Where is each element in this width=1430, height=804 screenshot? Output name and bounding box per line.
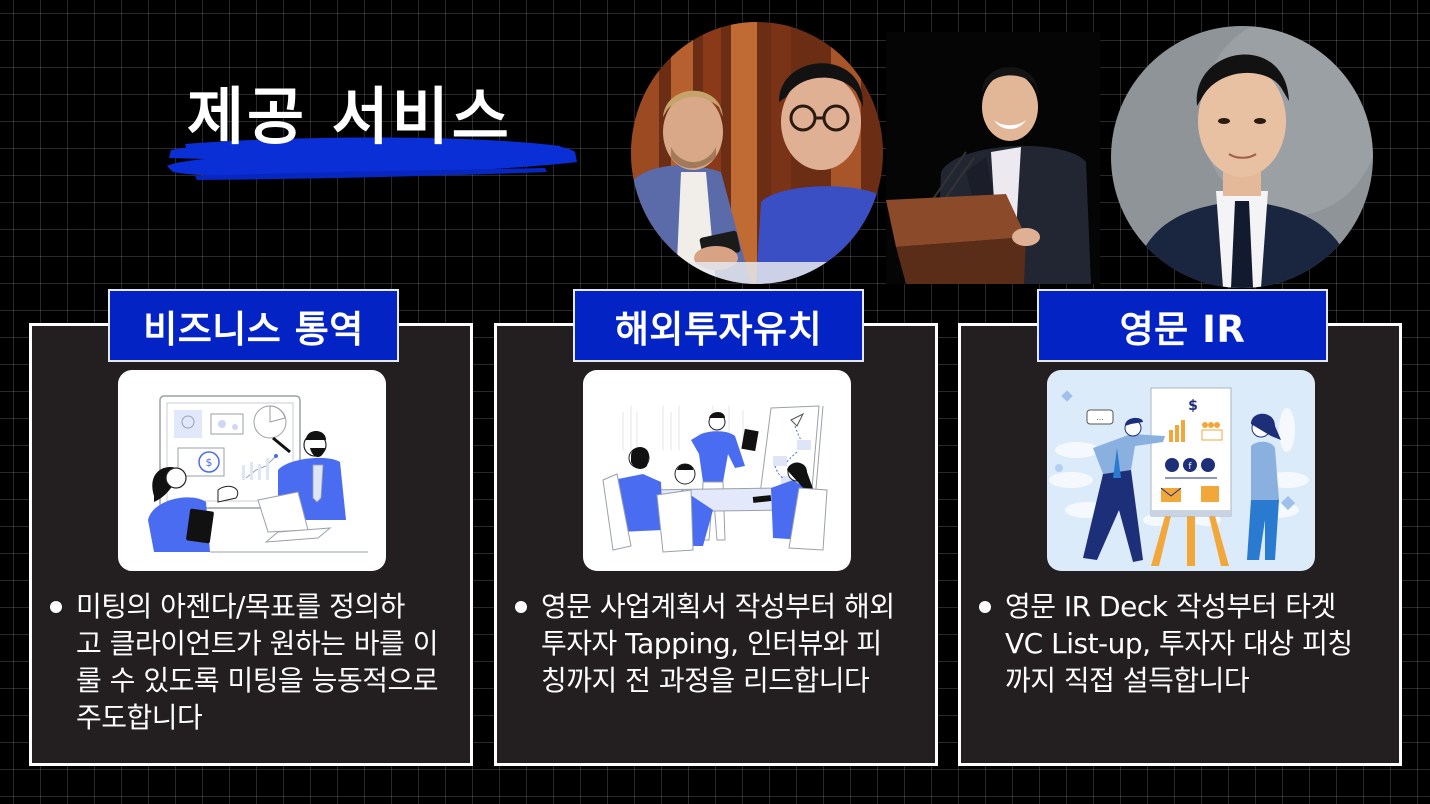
- svg-text:$: $: [1188, 398, 1198, 414]
- business-meeting-illustration: $: [118, 370, 386, 571]
- photo-headshot: [1111, 26, 1373, 288]
- title-block: 제공 서비스: [155, 80, 585, 190]
- svg-text:$: $: [206, 456, 213, 469]
- card-header: 영문 IR: [1037, 289, 1328, 362]
- svg-text:...: ...: [1096, 413, 1104, 422]
- bullet-dot-icon: [50, 601, 62, 613]
- description-line: 미팅의 아젠다/목표를 정의하: [76, 590, 405, 623]
- meeting-photo-image: [631, 22, 883, 284]
- description-line: 칭까지 전 과정을 리드합니다: [541, 664, 870, 697]
- description-line: 고 클라이언트가 원하는 바를 이: [76, 627, 438, 660]
- pitch-board-illustration-svg: $ f ...: [1049, 387, 1309, 566]
- photo-speaker: [886, 32, 1100, 284]
- business-meeting-illustration-svg: $: [148, 395, 368, 553]
- photo-meeting: [631, 22, 883, 284]
- service-card-business-interpretation: 비즈니스 통역 $: [29, 289, 473, 766]
- svg-text:f: f: [1188, 462, 1192, 472]
- card-description-text: 영문 IR Deck 작성부터 타겟 VC List-up, 투자자 대상 피칭…: [1005, 588, 1353, 699]
- team-presentation-illustration-svg: [602, 405, 828, 553]
- team-presentation-illustration: [583, 370, 851, 571]
- service-card-overseas-investment: 해외투자유치: [494, 289, 938, 766]
- card-description-text: 미팅의 아젠다/목표를 정의하 고 클라이언트가 원하는 바를 이 룰 수 있도…: [76, 588, 438, 736]
- card-description-text: 영문 사업계획서 작성부터 해외 투자자 Tapping, 인터뷰와 피 칭까지…: [541, 588, 895, 699]
- card-description: 미팅의 아젠다/목표를 정의하 고 클라이언트가 원하는 바를 이 룰 수 있도…: [50, 588, 456, 736]
- card-title: 해외투자유치: [614, 307, 823, 351]
- description-line: 룰 수 있도록 미팅을 능동적으로: [76, 664, 438, 697]
- description-line: 주도합니다: [76, 701, 203, 734]
- page-title: 제공 서비스: [187, 80, 512, 153]
- card-description: 영문 사업계획서 작성부터 해외 투자자 Tapping, 인터뷰와 피 칭까지…: [515, 588, 921, 699]
- description-line: 영문 사업계획서 작성부터 해외: [541, 590, 895, 623]
- description-line: VC List-up, 투자자 대상 피칭: [1005, 627, 1353, 660]
- brush-stroke-decoration: [167, 137, 577, 180]
- description-line: 투자자 Tapping, 인터뷰와 피: [541, 627, 882, 660]
- card-header: 비즈니스 통역: [108, 289, 399, 362]
- card-title: 영문 IR: [1119, 307, 1246, 351]
- headshot-photo-image: [1111, 26, 1373, 288]
- card-title: 비즈니스 통역: [143, 307, 364, 351]
- pitch-board-illustration: $ f ...: [1047, 370, 1315, 571]
- service-card-english-ir: 영문 IR $ f: [958, 289, 1402, 766]
- description-line: 영문 IR Deck 작성부터 타겟: [1005, 590, 1336, 623]
- card-description: 영문 IR Deck 작성부터 타겟 VC List-up, 투자자 대상 피칭…: [979, 588, 1385, 699]
- card-header: 해외투자유치: [573, 289, 864, 362]
- description-line: 까지 직접 설득합니다: [1005, 664, 1250, 697]
- bullet-dot-icon: [515, 601, 527, 613]
- bullet-dot-icon: [979, 601, 991, 613]
- speaker-photo-image: [886, 32, 1100, 284]
